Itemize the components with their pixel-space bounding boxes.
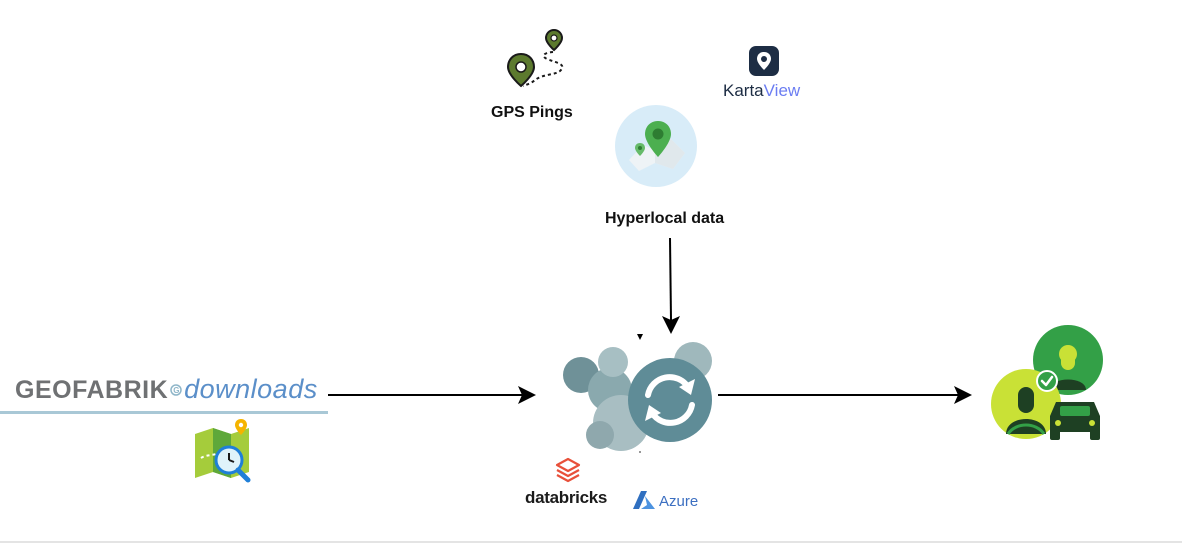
- databricks-logo: [555, 457, 581, 483]
- geofabrik-underline: [0, 411, 328, 414]
- karta-view-logo: [749, 46, 779, 76]
- karta-wordmark-part1: Karta: [723, 81, 764, 100]
- map-search-clock-icon: [195, 419, 251, 483]
- arrow-geofabrik-to-processing: [328, 386, 536, 404]
- arrow-processing-to-output: [718, 386, 972, 404]
- azure-label: Azure: [659, 493, 699, 510]
- gps-pings-label: GPS Pings: [491, 104, 573, 121]
- sync-icon: [628, 358, 712, 442]
- geofabrik-downloads-text: downloads: [184, 374, 318, 404]
- small-triangle-marker: [637, 334, 643, 340]
- bubble: [598, 347, 628, 377]
- databricks-label: databricks: [525, 488, 608, 507]
- karta-wordmark-part2: View: [763, 81, 801, 100]
- geofabrik-wordmark: GEOFABRIK: [15, 376, 169, 404]
- verified-drivers-icon: [991, 325, 1103, 440]
- geofabrik-logo-mark-icon: G: [170, 374, 182, 403]
- hyperlocal-data-label: Hyperlocal data: [605, 210, 725, 227]
- map-pin-icon: [615, 105, 697, 187]
- processing-cluster-icon: [563, 342, 712, 453]
- geofabrik-logo: GEOFABRIK G downloads: [15, 374, 318, 405]
- route-pins-icon: [506, 28, 564, 88]
- azure-logo: [633, 491, 655, 509]
- karta-view-wordmark: KartaView: [723, 81, 800, 101]
- bottom-divider: [0, 541, 1182, 543]
- bubble: [586, 421, 614, 449]
- svg-text:G: G: [173, 386, 180, 395]
- arrow-hyperlocal-to-processing: [662, 237, 680, 334]
